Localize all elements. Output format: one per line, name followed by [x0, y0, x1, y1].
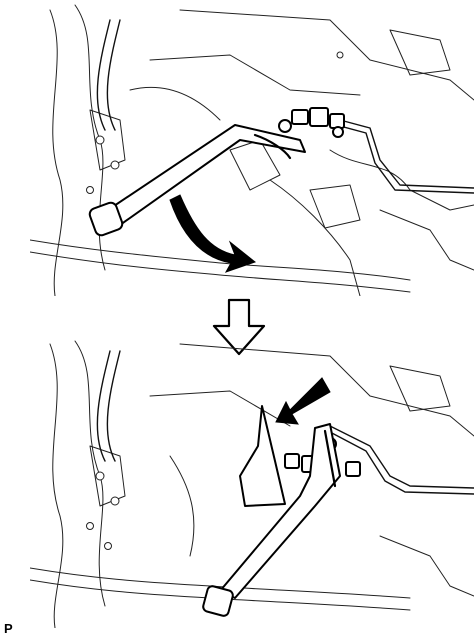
special-tool-rotated: [202, 423, 341, 617]
step-down-arrow-icon: [212, 298, 266, 356]
panel-before-rotation: [30, 0, 474, 296]
brake-line: [329, 425, 474, 489]
press-arrow-icon: [275, 377, 331, 425]
panel-after-rotation: [30, 336, 474, 628]
bracket-loop: [239, 405, 286, 507]
special-tool-installed: [88, 124, 306, 237]
coolant-hose: [96, 350, 121, 462]
rotate-arrow-icon: [169, 194, 257, 273]
brake-line: [339, 119, 474, 189]
coolant-hose: [96, 19, 121, 131]
chassis-background: [30, 4, 474, 296]
panel-after-drawing: [30, 340, 474, 628]
figure-code-label: P: [4, 621, 13, 636]
bolt-cluster: [278, 107, 345, 138]
panel-before-drawing: [30, 4, 474, 296]
